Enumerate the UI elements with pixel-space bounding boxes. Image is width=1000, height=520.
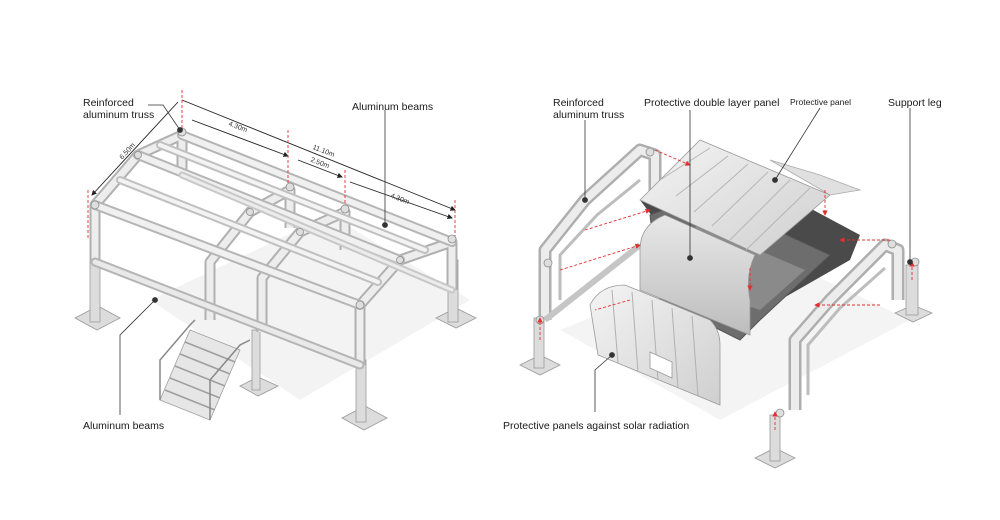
label-protective-double-layer-panel: Protective double layer panel	[644, 97, 780, 109]
label-protective-panels-solar: Protective panels against solar radiatio…	[503, 420, 690, 432]
left-red-guides	[87, 90, 456, 240]
right-leader-lines	[582, 107, 913, 412]
label-left-aluminum-beams-top: Aluminum beams	[352, 101, 434, 113]
right-support-legs	[519, 264, 933, 469]
right-module	[519, 139, 933, 469]
left-dimension-lines	[91, 99, 456, 220]
right-right-truss	[788, 238, 905, 410]
label-right-reinforced-truss: Reinforced aluminum truss	[553, 97, 625, 121]
left-frame-structure	[74, 127, 477, 431]
stairs	[159, 319, 251, 421]
solar-radiation-panels	[589, 284, 721, 406]
label-left-reinforced-truss: Reinforced aluminum truss	[83, 97, 155, 121]
left-leader-lines	[119, 104, 388, 415]
label-left-aluminum-beams-bottom: Aluminum beams	[83, 420, 165, 432]
label-support-leg: Support leg	[888, 97, 942, 109]
left-longitudinal-beams	[90, 130, 457, 370]
label-protective-panel: Protective panel	[790, 97, 851, 107]
protective-double-panel-shell	[639, 214, 756, 336]
right-red-assembly-guides	[537, 149, 915, 430]
vent-opening	[649, 351, 673, 379]
